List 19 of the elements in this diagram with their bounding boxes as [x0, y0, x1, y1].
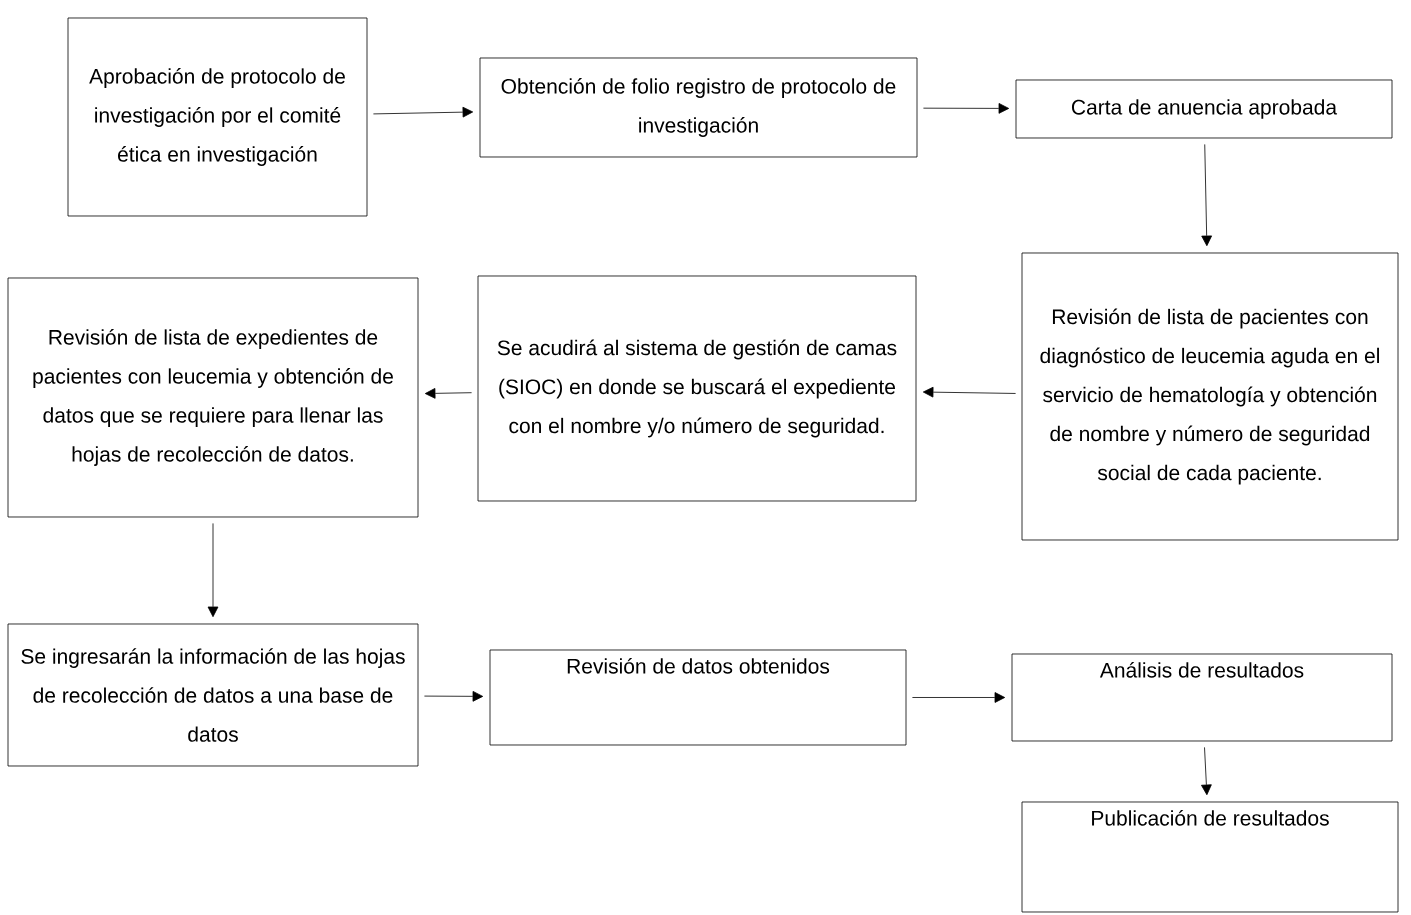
process-box: Análisis de resultados — [1011, 653, 1393, 742]
process-box: Revisión de datos obtenidos — [489, 649, 907, 746]
process-box: Se acudirá al sistema de gestión de camas (SIOC) en donde se buscará el expediente con el nombre y/o número de seguridad. — [477, 275, 917, 502]
arrow — [1201, 747, 1212, 796]
arrow — [207, 523, 219, 618]
process-box: Publicación de resultados — [1021, 801, 1399, 913]
arrow — [923, 103, 1010, 114]
arrow — [922, 386, 1016, 398]
process-box: Revisión de lista de expedientes de pacientes con leucemia y obtención de datos que se requiere para llenar las hojas de recolección de datos. — [7, 277, 419, 518]
arrow — [1201, 144, 1212, 247]
process-box: Carta de anuencia aprobada — [1015, 79, 1393, 139]
arrow — [424, 388, 472, 399]
process-box: Obtención de folio registro de protocolo de investigación — [479, 57, 918, 158]
arrow — [912, 692, 1006, 703]
process-box: Aprobación de protocolo de investigación por el comité ética en investigación — [67, 17, 368, 217]
arrow — [424, 691, 484, 702]
process-box: Se ingresarán la información de las hojas de recolección de datos a una base de datos — [7, 623, 419, 767]
process-box: Revisión de lista de pacientes con diagnóstico de leucemia aguda en el servicio de hematología y obtención de nombre y número de seguridad social de cada paciente. — [1021, 252, 1399, 541]
arrow — [373, 106, 474, 118]
